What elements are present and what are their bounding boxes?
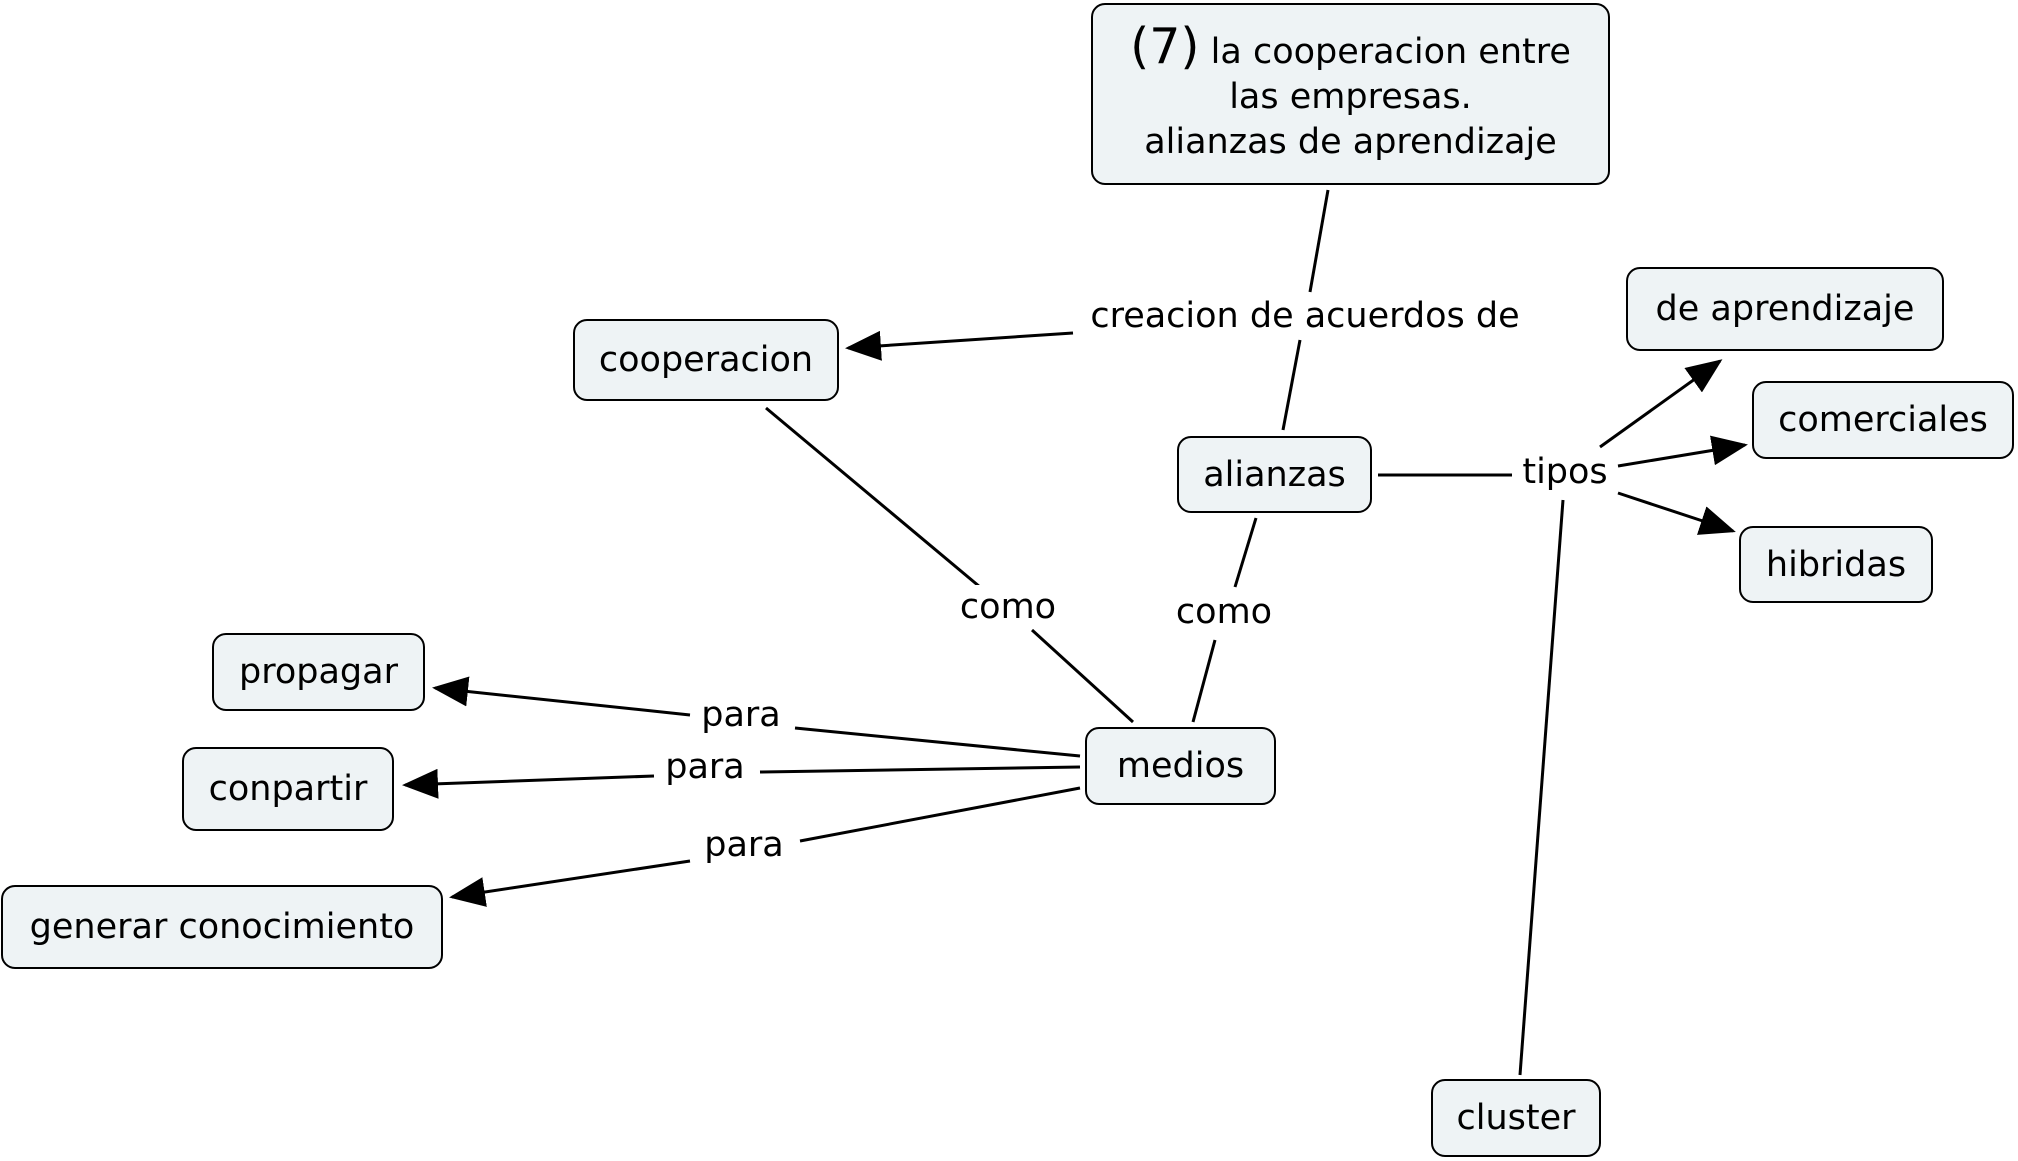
connector-tipos-cluster <box>1518 499 1565 1076</box>
arrow-creacion-cooperacion <box>845 330 1074 361</box>
connector-alianzas-como <box>1233 517 1258 588</box>
link-label-como-cooperacion: como <box>953 585 1063 629</box>
main-topic-line1: la cooperacion entre <box>1210 31 1571 72</box>
connector-medios-para2 <box>759 765 1081 774</box>
arrow-tipos-comerciales <box>1617 435 1748 468</box>
concept-de-aprendizaje[interactable]: de aprendizaje <box>1626 267 1944 351</box>
link-label-como-alianzas: como <box>1169 590 1279 634</box>
concept-alianzas[interactable]: alianzas <box>1177 436 1372 513</box>
concept-medios[interactable]: medios <box>1085 727 1276 805</box>
connector-main-creacion <box>1308 189 1330 293</box>
main-topic-line3: alianzas de aprendizaje <box>1144 121 1557 162</box>
link-label-para-generar: para <box>698 823 790 867</box>
concept-main-topic[interactable]: (7) la cooperacion entre las empresas. a… <box>1091 3 1610 185</box>
concept-generar-conocimiento[interactable]: generar conocimiento <box>1 885 443 969</box>
concept-propagar[interactable]: propagar <box>212 633 425 711</box>
link-label-para-propagar: para <box>695 693 787 737</box>
arrow-para-generar <box>449 859 691 907</box>
arrow-tipos-hibridas <box>1617 491 1736 535</box>
link-label-tipos: tipos <box>1516 450 1614 494</box>
main-topic-number: (7) <box>1130 17 1200 75</box>
connector-como-medios <box>1030 628 1135 724</box>
link-label-creacion: creacion de acuerdos de <box>1084 294 1526 338</box>
main-topic-line2: las empresas. <box>1229 76 1472 117</box>
concept-conpartir[interactable]: conpartir <box>182 747 394 831</box>
concept-hibridas[interactable]: hibridas <box>1739 526 1933 603</box>
concept-cluster[interactable]: cluster <box>1431 1079 1601 1157</box>
concept-comerciales[interactable]: comerciales <box>1752 381 2014 459</box>
arrow-para-conpartir <box>402 768 655 799</box>
connector-cooperacion-como <box>765 406 981 589</box>
connector-como-medios-2 <box>1191 639 1217 723</box>
link-label-para-conpartir: para <box>659 745 751 789</box>
connector-medios-para1 <box>794 726 1081 758</box>
arrow-tipos-aprendizaje <box>1599 359 1723 449</box>
concept-cooperacion[interactable]: cooperacion <box>573 319 839 401</box>
arrow-para-propagar <box>432 676 691 717</box>
connector-medios-para3 <box>799 786 1081 843</box>
connector-creacion-alianzas <box>1281 339 1302 431</box>
